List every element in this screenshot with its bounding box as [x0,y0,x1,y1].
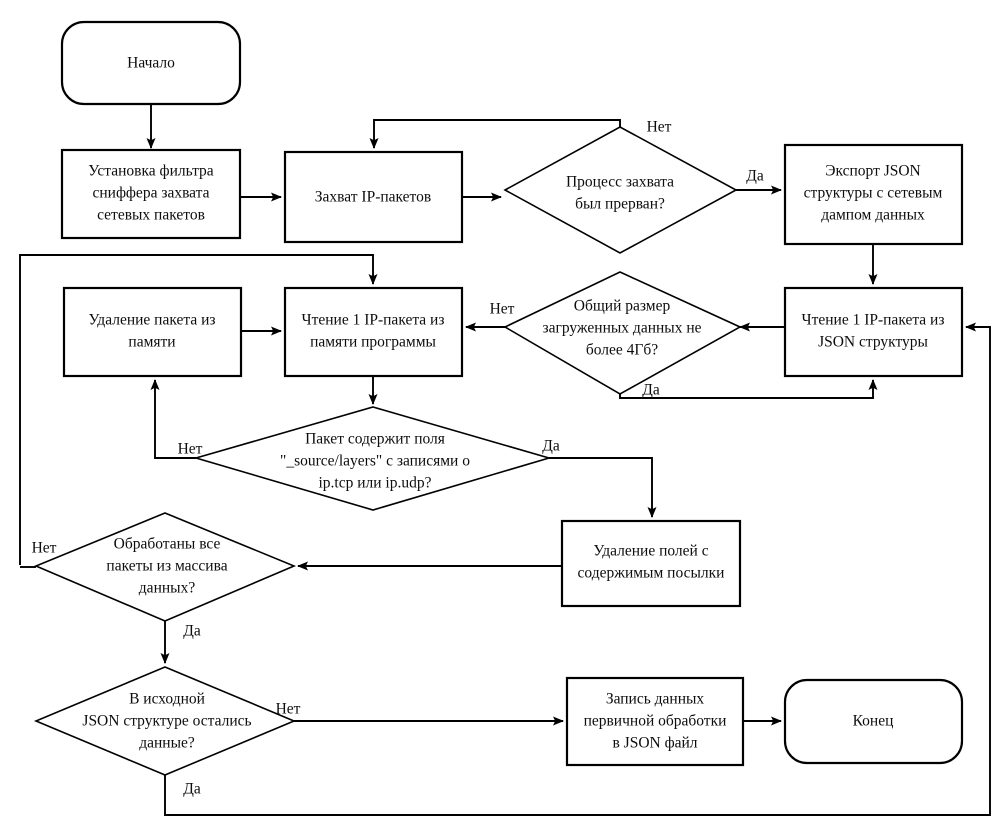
edge-json-data-yes-loop [164,322,991,816]
edge-label-all-packets-no: Нет [32,540,57,557]
node-delete-packet-memory-line1: Удаление пакета из [89,312,216,329]
node-read-packet-memory-line2: памяти программы [310,334,436,351]
node-packet-has-fields-line3: ip.tcp или ip.udp? [318,475,431,492]
node-write-json-line2: первичной обработки [584,713,727,730]
node-set-filter-line1: Установка фильтра [88,163,214,180]
node-delete-packet-memory-line2: памяти [128,334,175,351]
node-size-check-line1: Общий размер [574,298,671,315]
node-capture-packets[interactable]: Захват IP-пакетов [283,150,464,244]
node-export-json-line3: дампом данных [821,207,925,224]
node-capture-interrupted-line2: был прерван? [575,196,665,213]
edge-fields-yes-to-payload [549,457,657,518]
edge-label-all-packets-yes: Да [183,623,201,640]
node-delete-payload-line2: содержимым посылки [578,565,725,582]
node-capture-interrupted-line1: Процесс захвата [566,174,674,191]
node-end-label: Конец [853,713,894,730]
node-read-packet-json[interactable]: Чтение 1 IP-пакета из JSON структуры [783,286,964,378]
node-start-label: Начало [127,55,175,72]
node-write-json-line1: Запись данных [606,691,705,708]
node-export-json-line2: структуры с сетевым [804,185,943,202]
node-size-check-line3: более 4Гб? [586,342,658,359]
edge-left-rail-to-read-memory [19,254,378,565]
edge-interrupted-no-loop [369,119,621,149]
node-json-has-data-line3: данные? [139,735,195,752]
node-read-packet-memory-line1: Чтение 1 IP-пакета из [302,312,445,329]
node-size-check-line2: загруженных данных не [542,320,701,337]
edge-label-json-data-yes: Да [183,781,201,798]
node-set-filter-line3: сетевых пакетов [97,207,205,224]
node-delete-packet-memory[interactable]: Удаление пакета из памяти [62,286,243,378]
edge-label-layer: Нет Да Нет Да Нет Да Нет Да Нет Да [32,119,764,798]
edge-label-size-no: Нет [490,301,515,318]
node-end[interactable]: Конец [783,678,964,765]
node-delete-payload-line1: Удаление полей с [593,543,708,560]
node-json-has-data-line2: JSON структуре остались [82,713,251,730]
node-all-packets-line3: данных? [139,580,196,597]
node-start[interactable]: Начало [60,20,242,106]
node-json-has-data-line1: В исходной [129,691,205,708]
edge-label-size-yes: Да [642,382,660,399]
node-delete-payload-fields[interactable]: Удаление полей с содержимым посылки [560,519,742,608]
edge-fields-no-to-delete [150,379,196,459]
connector-layer [19,104,991,816]
node-packet-has-fields-line1: Пакет содержит поля [305,431,445,448]
node-capture-interrupted[interactable]: Процесс захвата был прерван? [503,126,738,254]
edge-label-interrupted-no: Нет [647,119,672,136]
node-read-packet-memory[interactable]: Чтение 1 IP-пакета из памяти программы [283,286,464,378]
edge-label-json-data-no: Нет [276,701,301,718]
node-read-packet-json-line2: JSON структуры [818,334,928,351]
node-read-packet-json-line1: Чтение 1 IP-пакета из [802,312,945,329]
node-export-json[interactable]: Экспорт JSON структуры с сетевым дампом … [783,143,964,246]
edge-label-interrupted-yes: Да [746,168,764,185]
node-json-has-data[interactable]: В исходной JSON структуре остались данны… [33,666,297,776]
edge-label-fields-yes: Да [542,438,560,455]
edge-label-fields-no: Нет [178,441,203,458]
node-write-json-line3: в JSON файл [612,735,697,752]
node-export-json-line1: Экспорт JSON [825,163,921,180]
node-packet-has-fields-line2: "_source/layers" с записями о [280,453,470,470]
node-write-json-file[interactable]: Запись данных первичной обработки в JSON… [565,676,745,767]
node-packet-has-fields[interactable]: Пакет содержит поля "_source/layers" с з… [193,406,552,511]
node-capture-packets-label: Захват IP-пакетов [315,189,431,206]
node-all-packets-line1: Обработаны все [114,536,221,553]
node-all-packets-line2: пакеты из массива [106,558,227,575]
edge-size-yes-loop [619,379,878,399]
node-size-check[interactable]: Общий размер загруженных данных не более… [503,271,742,395]
node-set-filter-line2: сниффера захвата [92,185,209,202]
node-all-packets-processed[interactable]: Обработаны все пакеты из массива данных? [33,512,297,622]
node-set-filter[interactable]: Установка фильтра сниффера захвата сетев… [60,148,242,240]
